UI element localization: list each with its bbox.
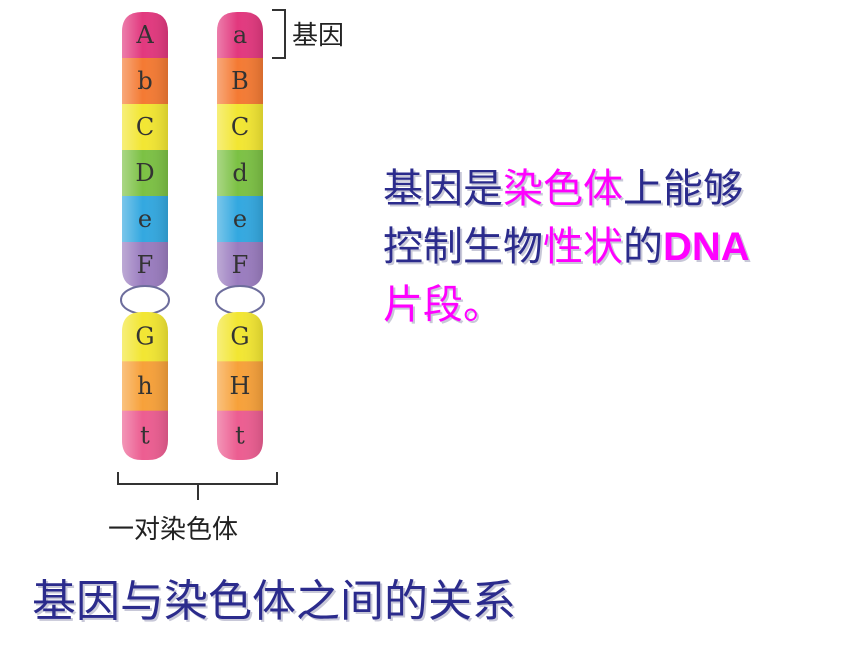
- gene-letter: H: [230, 372, 251, 400]
- centromere-left: [120, 285, 170, 315]
- gene-bracket: [272, 9, 286, 59]
- gene-letter: e: [138, 205, 152, 233]
- chromosome-right-lower-bands: [217, 312, 263, 460]
- gene-letter: d: [232, 159, 247, 187]
- definition-part: 基因是: [383, 166, 503, 212]
- chromosome-left-upper-bands: [122, 12, 168, 288]
- centromere-right: [215, 285, 265, 315]
- band-shading: [122, 312, 168, 460]
- definition-highlight-chromosome: 染色体: [503, 166, 623, 212]
- gene-letter: t: [235, 421, 245, 449]
- gene-letter: F: [232, 251, 249, 279]
- gene-letter: G: [230, 323, 249, 351]
- gene-letter: B: [231, 67, 249, 95]
- band-shading: [122, 12, 168, 288]
- gene-letter: h: [137, 372, 152, 400]
- gene-letter: b: [137, 67, 152, 95]
- chromosome-pair-label: 一对染色体: [108, 515, 238, 545]
- gene-letter: A: [135, 21, 154, 49]
- gene-letter: F: [137, 251, 154, 279]
- gene-definition: 基因是染色体上能够 控制生物性状的DNA 片段。: [383, 160, 843, 334]
- definition-part: 上能够: [623, 166, 743, 212]
- gene-letter: e: [233, 205, 247, 233]
- gene-label: 基因: [292, 21, 344, 51]
- gene-letter: a: [233, 21, 247, 49]
- definition-highlight-trait: 性状: [543, 224, 623, 270]
- gene-letter: G: [135, 323, 154, 351]
- gene-letter: C: [136, 113, 154, 141]
- gene-letter: t: [140, 421, 150, 449]
- band-shading: [217, 312, 263, 460]
- chromosome-left-lower-arm: Ght: [122, 312, 168, 460]
- definition-highlight-dna: DNA: [663, 225, 750, 269]
- chromosome-right-lower-arm: GHt: [217, 312, 263, 460]
- definition-highlight-fragment: 片段。: [383, 282, 503, 328]
- definition-part: 的: [623, 224, 663, 270]
- definition-part: 控制生物: [383, 224, 543, 270]
- gene-letter: D: [135, 159, 154, 187]
- band-shading: [217, 12, 263, 288]
- slide-title: 基因与染色体之间的关系: [32, 576, 516, 627]
- chromosome-left-lower-bands: [122, 312, 168, 460]
- gene-letter: C: [231, 113, 249, 141]
- chromosome-right-upper-bands: [217, 12, 263, 288]
- chromosome-pair-bracket: [117, 472, 278, 500]
